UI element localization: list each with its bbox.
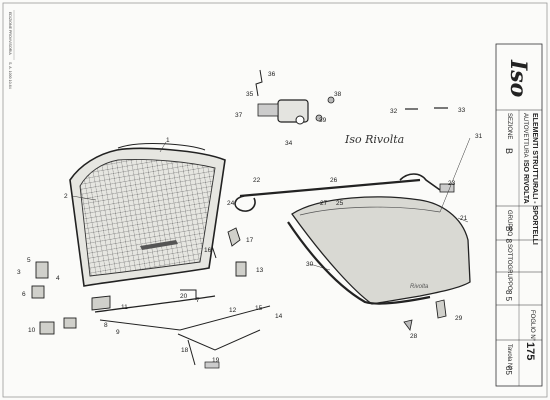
field-label-foglio: FOGLIO N° <box>529 310 535 342</box>
callout-23: 23 <box>448 180 456 187</box>
callout-20: 20 <box>180 293 188 300</box>
field-value-sezione: B <box>504 148 514 154</box>
callout-35: 35 <box>246 91 254 98</box>
bootlid-panel <box>291 196 471 305</box>
callout-26: 26 <box>330 177 338 184</box>
bootlid-assembly: Rivolta <box>287 196 471 305</box>
callout-8: 8 <box>104 322 108 329</box>
callout-4: 4 <box>56 275 60 282</box>
field-value-sottogruppo: 8 5 <box>504 290 513 302</box>
mid-brackets <box>211 227 447 331</box>
bonnet-slot <box>140 240 178 250</box>
callout-12: 12 <box>229 307 237 314</box>
title-block: Iso AUTOVETTURA ISO RIVOLTA ELEMENTI STR… <box>495 43 543 387</box>
callout-5: 5 <box>27 257 31 264</box>
callout-2: 2 <box>64 193 68 200</box>
callout-1: 1 <box>166 137 170 144</box>
callout-36: 36 <box>268 71 276 78</box>
callout-11: 11 <box>121 304 128 311</box>
callout-6: 6 <box>22 291 26 298</box>
callout-24: 24 <box>227 200 235 207</box>
callout-18: 18 <box>181 347 189 354</box>
callout-9: 9 <box>116 329 120 336</box>
field-label-sottogruppo: SOTTOGRUPPO <box>506 244 512 291</box>
callout-31: 31 <box>475 133 483 140</box>
release-cables <box>94 295 271 369</box>
callout-28: 28 <box>410 333 418 340</box>
callout-25: 25 <box>336 200 344 207</box>
field-label-tavola: Tavola N° <box>506 344 512 370</box>
left-margin: EDIZIONE PROVVISORIA S. A. 1000 10-64 <box>8 10 15 89</box>
callout-16: 16 <box>204 247 212 254</box>
field-label-sezione: SEZIONE <box>506 113 512 139</box>
bootlid-script: Rivolta <box>410 284 429 290</box>
field-value-gruppo: B - 8 <box>504 226 513 243</box>
field-label-gruppo: GRUPPO <box>506 210 512 236</box>
bonnet-hinges <box>31 261 197 335</box>
iso-rivolta-badge: Iso Rivolta <box>344 133 404 146</box>
leader-lines <box>71 137 471 271</box>
callout-13: 13 <box>256 267 264 274</box>
field-value-vehicle: ISO RIVOLTA <box>522 160 529 204</box>
field-value-foglio: 175 <box>524 342 536 360</box>
callout-numbers: 1 2 3 4 5 6 7 8 9 10 11 12 13 14 15 16 1… <box>17 71 483 364</box>
bootlid-seal-30 <box>287 221 431 305</box>
margin-text-edition: EDIZIONE PROVVISORIA <box>8 12 12 55</box>
callout-15: 15 <box>255 305 263 312</box>
callout-21: 21 <box>460 215 468 222</box>
bonnet-inner-mesh <box>79 159 216 277</box>
callout-7: 7 <box>196 297 200 304</box>
bonnet-assembly <box>69 143 226 287</box>
callout-10: 10 <box>28 327 36 334</box>
iso-logo: Iso <box>505 59 531 97</box>
callout-27: 27 <box>320 200 328 207</box>
hinge-torsion-bar <box>234 173 455 212</box>
callout-17: 17 <box>246 237 254 244</box>
callout-37: 37 <box>235 112 243 119</box>
field-section-title: ELEMENTI STRUTTURALI - SPORTELLI <box>531 113 538 245</box>
callout-33: 33 <box>458 107 466 114</box>
callout-3: 3 <box>17 269 21 276</box>
callout-30: 30 <box>306 261 314 268</box>
callout-14: 14 <box>275 313 283 320</box>
field-value-tavola: 85 <box>504 366 513 375</box>
callout-34: 34 <box>285 140 293 147</box>
callout-32: 32 <box>390 108 398 115</box>
callout-22: 22 <box>253 177 261 184</box>
callout-29: 29 <box>455 315 463 322</box>
callout-39: 39 <box>319 117 327 124</box>
callout-19: 19 <box>212 357 220 364</box>
callout-38: 38 <box>334 91 342 98</box>
field-label-vehicle: AUTOVETTURA <box>522 113 528 158</box>
lock-assembly-34 <box>255 69 448 125</box>
margin-text-code: S. A. 1000 10-64 <box>8 62 12 89</box>
